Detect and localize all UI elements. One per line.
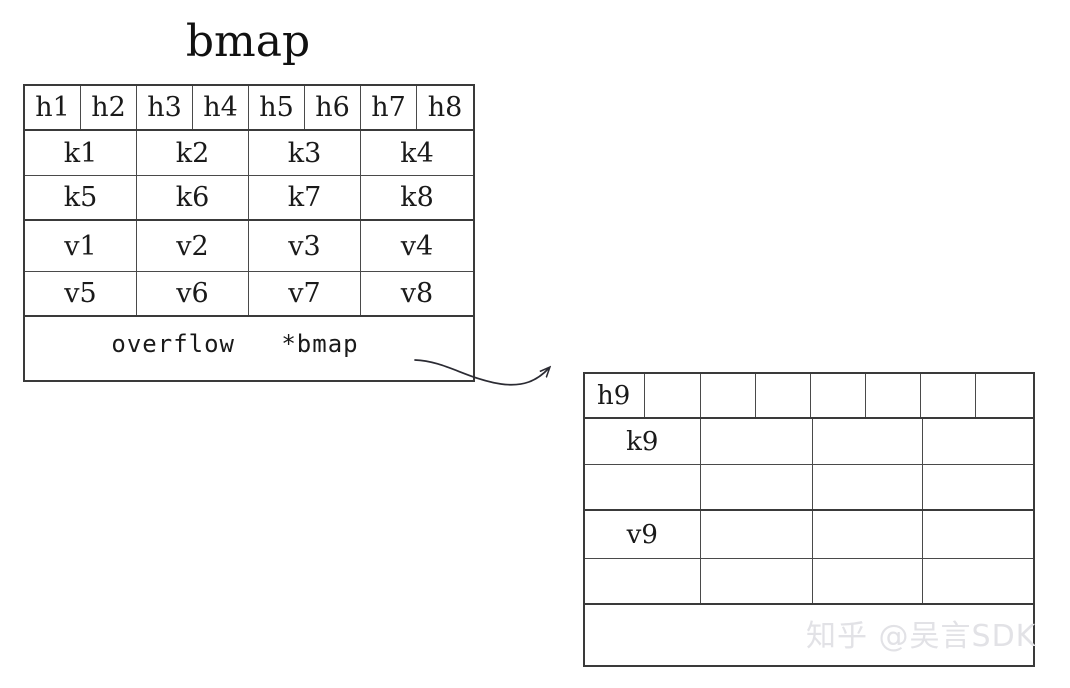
bmap-key-cell-k7: k7 xyxy=(249,176,361,219)
overflow-tophash-cell-1: h9 xyxy=(585,374,646,417)
overflow-value-cell-8 xyxy=(923,559,1033,603)
overflow-key-row-2 xyxy=(585,465,1033,511)
overflow-tophash-cell-6 xyxy=(866,374,921,417)
overflow-tophash-cell-4 xyxy=(756,374,811,417)
bmap-value-cell-v2: v2 xyxy=(137,221,249,271)
bmap-key-row-2: k5 k6 k7 k8 xyxy=(25,176,473,221)
bmap-value-cell-v1: v1 xyxy=(25,221,137,271)
bmap-tophash-row: h1 h2 h3 h4 h5 h6 h7 h8 xyxy=(25,86,473,131)
overflow-value-cell-7 xyxy=(813,559,923,603)
bmap-overflow-label: overflow *bmap xyxy=(111,329,359,358)
overflow-tophash-cell-8 xyxy=(976,374,1033,417)
bmap-value-cell-v3: v3 xyxy=(249,221,361,271)
overflow-key-row-1: k9 xyxy=(585,419,1033,465)
bmap-value-cell-v4: v4 xyxy=(400,230,434,262)
bmap-tophash-cell-2: h2 xyxy=(81,86,137,129)
bmap-tophash-cell-4: h4 xyxy=(193,86,249,129)
overflow-tophash-cell-7 xyxy=(921,374,977,417)
watermark: 知乎 @吴言SDK xyxy=(806,619,1037,654)
overflow-key-cell-6 xyxy=(701,465,813,509)
bmap-tophash-cell-1: h1 xyxy=(25,86,81,129)
overflow-key-cell-2 xyxy=(701,419,813,464)
overflow-tophash-cell-5 xyxy=(811,374,866,417)
bmap-value-cell-v6: v6 xyxy=(137,272,249,315)
overflow-tophash-cell-3 xyxy=(701,374,756,417)
overflow-key-cell-3 xyxy=(813,419,923,464)
bmap-key-cell-k8: k8 xyxy=(400,182,434,213)
overflow-value-cell-3 xyxy=(813,511,923,558)
bmap-key-cell-k5: k5 xyxy=(25,176,137,219)
overflow-key-cell-7 xyxy=(813,465,923,509)
bmap-value-cell-v5: v5 xyxy=(25,272,137,315)
bmap-tophash-cell-3: h3 xyxy=(137,86,193,129)
bmap-tophash-cell-8: h8 xyxy=(427,92,463,123)
overflow-value-row-1: v9 xyxy=(585,511,1033,559)
bmap-struct-table: h1 h2 h3 h4 h5 h6 h7 h8 k1 k2 k3 k4 k5 k… xyxy=(23,84,475,382)
overflow-key-cell-5 xyxy=(585,465,701,509)
bmap-overflow-row: overflow *bmap xyxy=(25,317,473,370)
page-title: bmap xyxy=(185,16,311,67)
overflow-value-cell-2 xyxy=(701,511,813,558)
bmap-key-cell-k6: k6 xyxy=(137,176,249,219)
overflow-value-cell-6 xyxy=(701,559,813,603)
overflow-value-cell-5 xyxy=(585,559,701,603)
overflow-key-cell-4 xyxy=(923,419,1033,464)
bmap-key-cell-k3: k3 xyxy=(249,131,361,175)
bmap-value-row-1: v1 v2 v3 v4 xyxy=(25,221,473,272)
bmap-tophash-cell-6: h6 xyxy=(305,86,361,129)
bmap-key-row-1: k1 k2 k3 k4 xyxy=(25,131,473,176)
overflow-tophash-row: h9 xyxy=(585,374,1033,419)
bmap-value-cell-v8: v8 xyxy=(400,278,434,309)
bmap-key-cell-k2: k2 xyxy=(137,131,249,175)
overflow-tophash-cell-2 xyxy=(645,374,701,417)
overflow-value-cell-v9: v9 xyxy=(585,511,701,558)
bmap-tophash-cell-7: h7 xyxy=(361,86,417,129)
bmap-key-cell-k4: k4 xyxy=(400,137,434,169)
bmap-value-cell-v7: v7 xyxy=(249,272,361,315)
overflow-value-cell-4 xyxy=(923,511,1033,558)
overflow-key-cell-8 xyxy=(923,465,1033,509)
overflow-value-row-2 xyxy=(585,559,1033,605)
overflow-key-cell-k9: k9 xyxy=(585,419,701,464)
bmap-value-row-2: v5 v6 v7 v8 xyxy=(25,272,473,317)
overflow-bmap-struct-table: h9 k9 v9 xyxy=(583,372,1035,667)
bmap-key-cell-k1: k1 xyxy=(25,131,137,175)
bmap-tophash-cell-5: h5 xyxy=(249,86,305,129)
